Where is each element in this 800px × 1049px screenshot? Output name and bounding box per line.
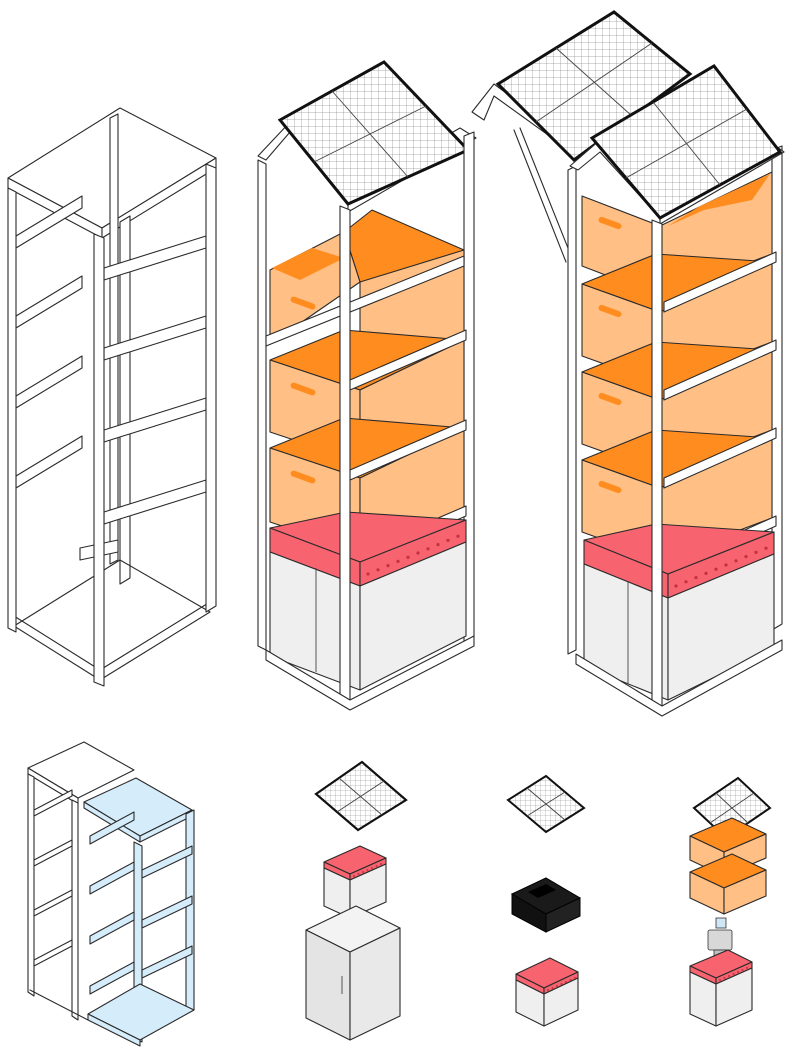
battery-terminal bbox=[426, 547, 430, 551]
battery-terminal bbox=[551, 987, 554, 989]
battery-terminal bbox=[764, 546, 768, 550]
battery bbox=[269, 511, 467, 691]
battery-terminal bbox=[714, 567, 718, 571]
frame-leg-left bbox=[7, 187, 17, 633]
battery-terminal bbox=[704, 571, 708, 576]
panel-charger-battery-module bbox=[506, 774, 586, 1027]
cabinet bbox=[305, 905, 401, 1041]
battery-terminal bbox=[560, 983, 563, 985]
solar-panel bbox=[506, 774, 586, 834]
battery-terminal bbox=[724, 563, 728, 567]
battery-terminal bbox=[416, 551, 420, 555]
solar-panel bbox=[277, 60, 471, 206]
battery-terminal bbox=[565, 981, 567, 983]
battery-terminal bbox=[396, 559, 400, 564]
battery-terminal bbox=[732, 973, 735, 975]
battery-terminal bbox=[746, 967, 748, 969]
battery-terminal bbox=[406, 555, 410, 559]
battery-terminal bbox=[741, 969, 744, 971]
highlighted-frame-half bbox=[83, 777, 195, 1047]
battery-terminal bbox=[728, 975, 730, 977]
battery-terminal bbox=[674, 584, 678, 588]
tower-leg-front bbox=[651, 219, 663, 713]
battery-terminal bbox=[353, 875, 355, 877]
empty-frame-figure bbox=[7, 107, 217, 687]
battery-terminal bbox=[723, 977, 726, 979]
battery-terminal bbox=[357, 873, 360, 875]
battery-terminal bbox=[719, 979, 721, 981]
battery-terminal bbox=[754, 550, 758, 555]
frame-shelves-highlight-module bbox=[27, 741, 195, 1047]
tower-double-panel-figure bbox=[471, 10, 785, 717]
battery-terminal bbox=[446, 538, 450, 543]
battery-terminal bbox=[569, 979, 572, 981]
battery-terminal bbox=[456, 534, 460, 538]
battery-terminal bbox=[574, 977, 576, 979]
panel-battery-cabinet-module bbox=[305, 760, 408, 1041]
battery-terminal bbox=[375, 865, 378, 867]
battery-terminal bbox=[366, 869, 369, 871]
battery-terminal bbox=[366, 572, 370, 576]
battery bbox=[689, 949, 753, 1027]
tower-single-panel-figure bbox=[257, 60, 477, 711]
crate-stack bbox=[581, 171, 773, 561]
solar-panel bbox=[495, 10, 693, 162]
battery-terminal bbox=[362, 871, 364, 873]
battery-terminal bbox=[376, 568, 380, 572]
battery-terminal bbox=[734, 559, 738, 563]
battery-terminal bbox=[694, 576, 698, 580]
battery-terminal bbox=[684, 580, 688, 584]
solar-panel bbox=[314, 760, 408, 832]
frame-leg-front bbox=[93, 233, 105, 687]
battery bbox=[583, 523, 775, 701]
battery-terminal bbox=[380, 863, 382, 865]
panel-crates-pump-battery-module bbox=[689, 776, 772, 1027]
charge-controller bbox=[510, 877, 582, 933]
solar-panel bbox=[589, 64, 783, 220]
battery bbox=[515, 957, 579, 1027]
battery-terminal bbox=[436, 543, 440, 547]
battery-terminal bbox=[556, 985, 558, 987]
battery-terminal bbox=[371, 867, 373, 869]
frame-leg-right bbox=[205, 163, 217, 613]
battery-terminal bbox=[737, 971, 739, 973]
battery-terminal bbox=[547, 989, 549, 991]
battery-terminal bbox=[744, 555, 748, 559]
tower-leg-front bbox=[339, 205, 351, 701]
crate-stack bbox=[689, 817, 767, 915]
battery-terminal bbox=[386, 564, 390, 568]
